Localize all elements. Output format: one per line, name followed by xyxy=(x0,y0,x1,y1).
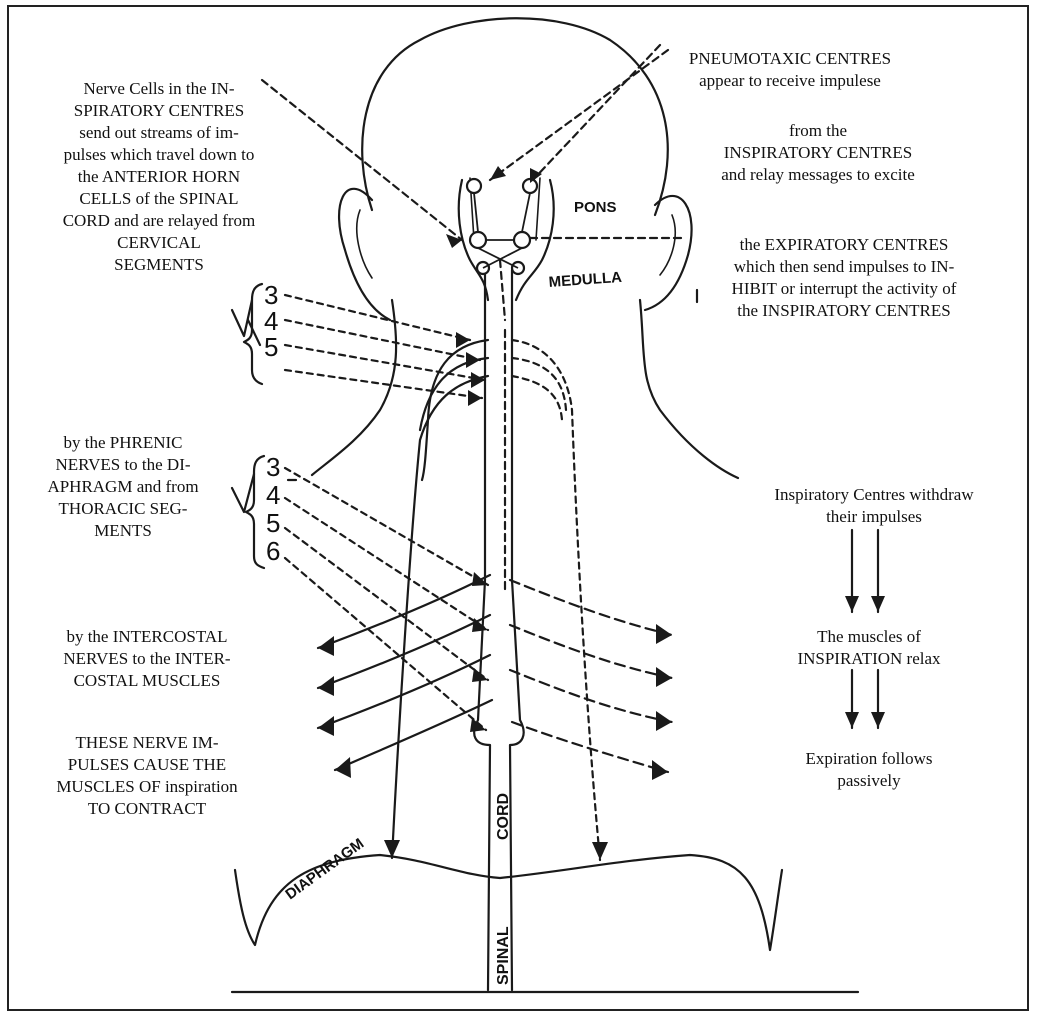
thoracic-segment-3: 3 xyxy=(266,452,280,482)
text-line: INSPIRATION relax xyxy=(754,648,984,670)
text-line: the EXPIRATORY CENTRES xyxy=(694,234,994,256)
right-text-expiratory-centres: the EXPIRATORY CENTRES which then send i… xyxy=(694,234,994,322)
text-line: Inspiratory Centres withdraw xyxy=(734,484,1014,506)
text-line: The muscles of xyxy=(754,626,984,648)
left-text-intercostal-nerves: by the INTERCOSTAL NERVES to the INTER- … xyxy=(40,626,254,692)
text-line: THORACIC SEG- xyxy=(26,498,220,520)
text-line: Nerve Cells in the IN- xyxy=(24,78,294,100)
thoracic-segment-5: 5 xyxy=(266,508,280,538)
text-line: SPIRATORY CENTRES xyxy=(24,100,294,122)
text-line: pulses which travel down to xyxy=(24,144,294,166)
medulla-label: MEDULLA xyxy=(548,269,622,291)
right-text-expiration-passive: Expiration follows passively xyxy=(754,748,984,792)
text-line: NERVES to the INTER- xyxy=(40,648,254,670)
text-line: INSPIRATORY CENTRES xyxy=(680,142,956,164)
text-line: by the PHRENIC xyxy=(26,432,220,454)
left-text-phrenic-nerves: by the PHRENIC NERVES to the DI- APHRAGM… xyxy=(26,432,220,542)
spinal-label: SPINAL xyxy=(495,926,512,985)
text-line: PULSES CAUSE THE xyxy=(40,754,254,776)
left-text-inspiratory-centres: Nerve Cells in the IN- SPIRATORY CENTRES… xyxy=(24,78,294,276)
left-ear xyxy=(339,189,390,320)
text-line: PNEUMOTAXIC CENTRES xyxy=(672,48,908,70)
text-line: CERVICAL xyxy=(24,232,294,254)
text-line: NERVES to the DI- xyxy=(26,454,220,476)
inspiratory-centre-node xyxy=(514,232,530,248)
text-line: CELLS of the SPINAL xyxy=(24,188,294,210)
text-line: COSTAL MUSCLES xyxy=(40,670,254,692)
text-line: MUSCLES OF inspiration xyxy=(40,776,254,798)
text-line: send out streams of im- xyxy=(24,122,294,144)
text-line: and relay messages to excite xyxy=(680,164,956,186)
right-text-pneumotaxic-centres: PNEUMOTAXIC CENTRES appear to receive im… xyxy=(672,48,908,92)
right-ear xyxy=(645,196,692,310)
text-line: CORD and are relayed from xyxy=(24,210,294,232)
text-line: from the xyxy=(680,120,956,142)
text-line: appear to receive impulese xyxy=(672,70,908,92)
right-text-relay-messages: from the INSPIRATORY CENTRES and relay m… xyxy=(680,120,956,186)
text-line: passively xyxy=(754,770,984,792)
text-line: SEGMENTS xyxy=(24,254,294,276)
neck-outline xyxy=(312,300,396,475)
diaphragm-label: DIAPHRAGM xyxy=(282,835,367,903)
text-line: by the INTERCOSTAL xyxy=(40,626,254,648)
pons-label: PONS xyxy=(574,199,617,216)
right-text-muscles-relax: The muscles of INSPIRATION relax xyxy=(754,626,984,670)
cord-label: CORD xyxy=(495,793,512,840)
text-line: the ANTERIOR HORN xyxy=(24,166,294,188)
text-line: Expiration follows xyxy=(754,748,984,770)
thoracic-segment-4: 4 xyxy=(266,480,280,510)
inspiratory-centre-node xyxy=(470,232,486,248)
thoracic-segment-6: 6 xyxy=(266,536,280,566)
left-text-muscles-contract: THESE NERVE IM- PULSES CAUSE THE MUSCLES… xyxy=(40,732,254,820)
text-line: MENTS xyxy=(26,520,220,542)
cervical-segment-5: 5 xyxy=(264,332,278,362)
text-line: their impulses xyxy=(734,506,1014,528)
text-line: THESE NERVE IM- xyxy=(40,732,254,754)
text-line: the INSPIRATORY CENTRES xyxy=(694,300,994,322)
head-outline xyxy=(362,18,668,215)
text-line: TO CONTRACT xyxy=(40,798,254,820)
text-line: HIBIT or interrupt the activity of xyxy=(694,278,994,300)
text-line: APHRAGM and from xyxy=(26,476,220,498)
pneumotaxic-centre-node xyxy=(467,179,481,193)
right-text-withdraw-impulses: Inspiratory Centres withdraw their impul… xyxy=(734,484,1014,528)
text-line: which then send impulses to IN- xyxy=(694,256,994,278)
